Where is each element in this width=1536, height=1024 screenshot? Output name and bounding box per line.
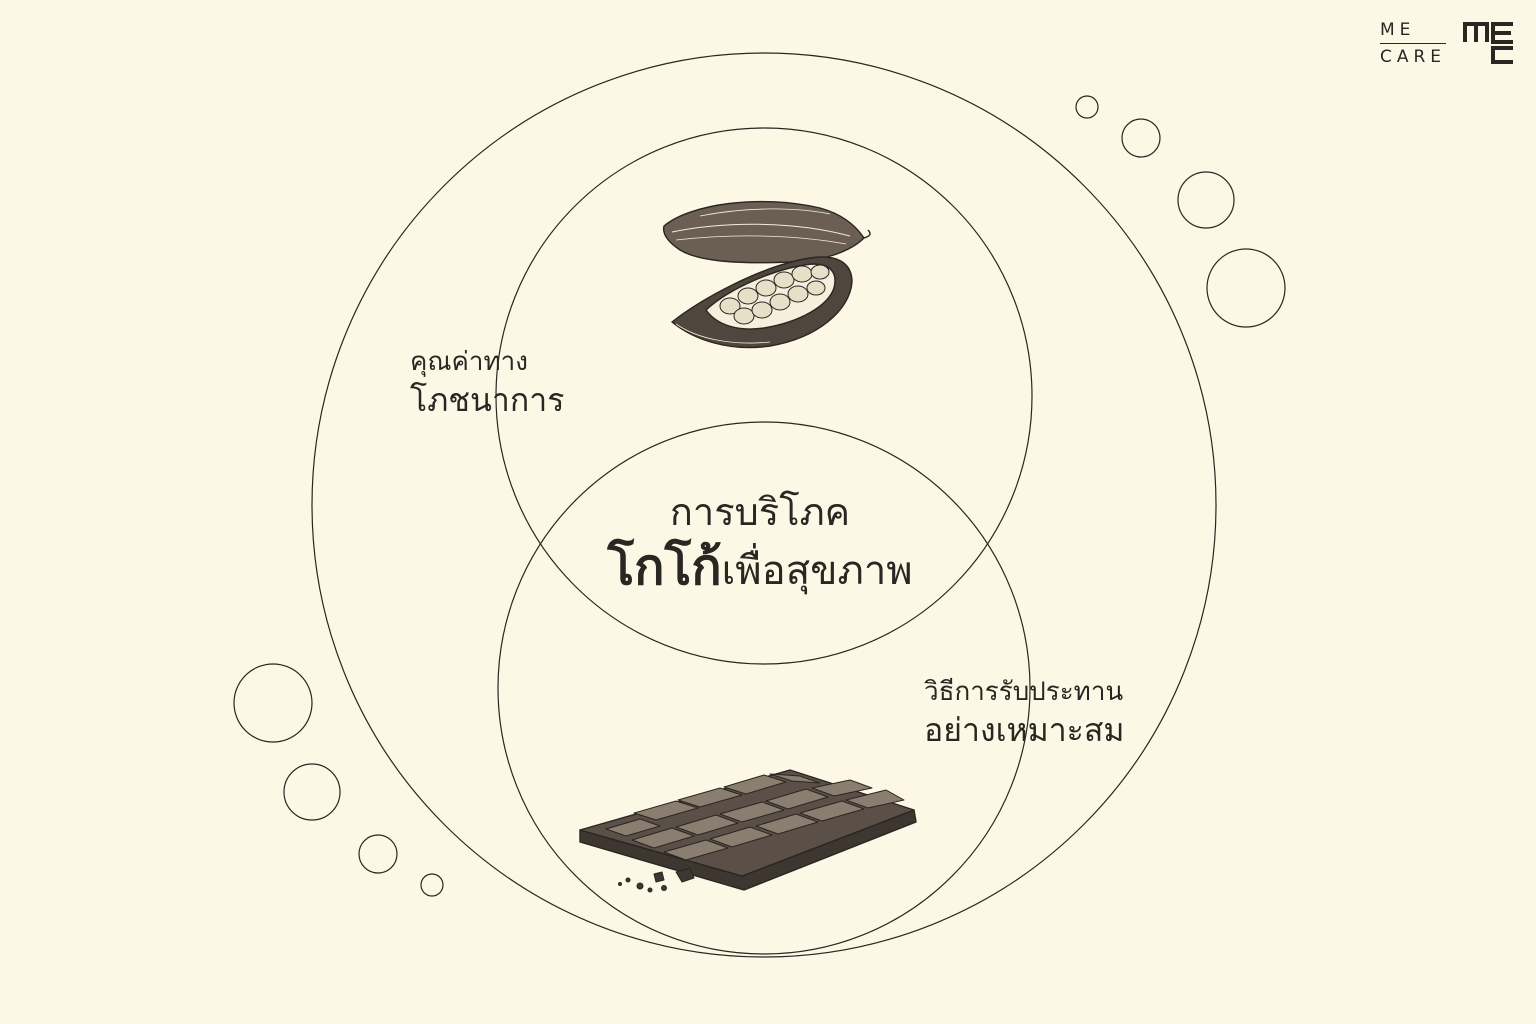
brand-divider — [1380, 43, 1446, 44]
cacao-pod-icon — [662, 200, 871, 349]
bubble-decor — [1177, 171, 1235, 229]
bubble-decor — [358, 834, 398, 874]
topic-nutrition-line-2: โภชนาการ — [410, 380, 565, 419]
upper-circle — [495, 127, 1033, 665]
center-title-line-1: การบริโภค — [669, 490, 851, 534]
topic-consumption-line-1: วิธีการรับประทาน — [924, 677, 1124, 707]
bubbles-top-right — [1075, 95, 1286, 328]
center-title-highlight: โกโก้ — [607, 537, 722, 596]
topic-nutrition-line-1: คุณค่าทาง — [410, 347, 528, 377]
chocolate-bar-icon — [579, 769, 917, 893]
outer-circle — [311, 52, 1217, 958]
bubble-decor — [283, 763, 341, 821]
topic-consumption-label: วิธีการรับประทาน อย่างเหมาะสม — [924, 677, 1125, 749]
center-title-rest: เพื่อสุขภาพ — [721, 547, 913, 594]
center-title: การบริโภค โกโก้เพื่อสุขภาพ — [560, 490, 960, 596]
brand-logo: ME CARE — [1380, 20, 1520, 70]
lower-circle — [497, 421, 1031, 955]
bubble-decor — [420, 873, 444, 897]
brand-line-1: ME — [1380, 20, 1416, 40]
bubble-decor — [233, 663, 313, 743]
brand-mark-icon — [1463, 22, 1513, 64]
center-title-line-2: โกโก้เพื่อสุขภาพ — [560, 537, 960, 596]
bubble-decor — [1075, 95, 1099, 119]
bubble-decor — [1121, 118, 1161, 158]
topic-consumption-line-2: อย่างเหมาะสม — [924, 710, 1125, 749]
topic-nutrition-label: คุณค่าทาง โภชนาการ — [410, 347, 565, 419]
bubbles-bottom-left — [233, 663, 444, 897]
brand-line-2: CARE — [1380, 47, 1447, 67]
bubble-decor — [1206, 248, 1286, 328]
